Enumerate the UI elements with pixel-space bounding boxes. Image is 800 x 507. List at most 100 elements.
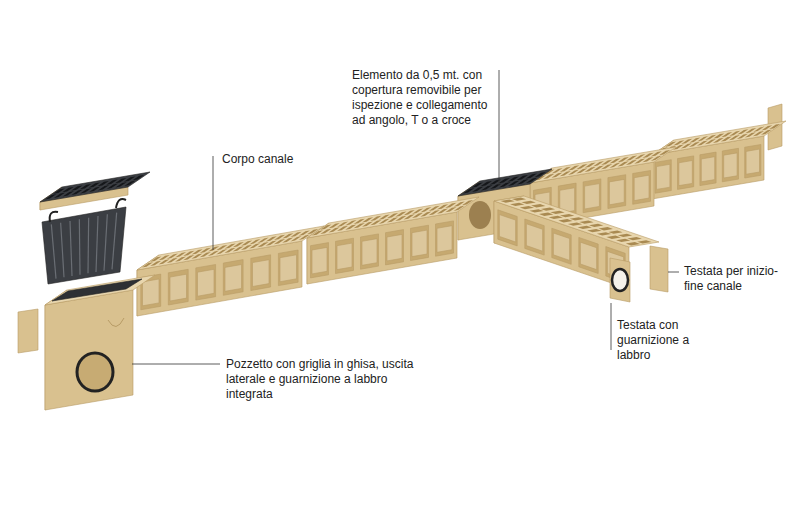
grate-slot [769, 124, 780, 129]
grate-slot [585, 167, 596, 172]
grate-slot [387, 217, 398, 222]
grate-slot [761, 130, 772, 135]
gasket-end-plate [610, 258, 630, 302]
lip-gasket [612, 269, 628, 291]
grate-slot [175, 256, 186, 261]
grate-slot [576, 168, 587, 173]
front-recess [745, 145, 761, 179]
grate-slot [307, 229, 318, 234]
grate-slot [437, 209, 448, 214]
front-recess-inner [701, 157, 714, 182]
grate-slot [608, 230, 622, 233]
grate-slot [634, 154, 645, 159]
grate-slot [609, 163, 620, 168]
front-recess [655, 160, 671, 194]
grate-slot [216, 249, 227, 254]
grate-slot [535, 172, 547, 177]
front-recess-inner [746, 149, 759, 174]
grate-slot [568, 222, 582, 225]
grate-slot [579, 221, 593, 224]
front-recess [700, 152, 716, 186]
grate-slot [274, 239, 285, 244]
grate-slot [387, 213, 398, 218]
catch-basin [45, 275, 155, 410]
grate-slot [225, 243, 236, 248]
grate-slot [721, 136, 732, 141]
grate-slot [616, 239, 630, 242]
grate-slot [601, 160, 612, 165]
front-recess [525, 219, 544, 255]
basket-handle [50, 199, 126, 222]
grate-slot [681, 143, 692, 148]
grate-slot [192, 249, 203, 254]
front-recess [251, 255, 271, 291]
grate-slot [713, 138, 724, 143]
top-face [494, 196, 659, 247]
basket-rib [51, 224, 56, 278]
grate-slot [601, 164, 612, 169]
grate-slot [472, 187, 484, 192]
grate-slot [589, 224, 603, 227]
front-recess-inner [526, 224, 542, 251]
grate-slot [593, 161, 604, 166]
grate-slot [637, 240, 651, 243]
callout-label: Corpo canale [222, 152, 322, 167]
channel-segment [307, 197, 479, 284]
callout-label: Testata con guarnizione a labbro [617, 318, 697, 363]
grate-slot [761, 125, 772, 130]
front-recess-inner [280, 255, 297, 282]
grate-slot [568, 170, 579, 175]
channel-segment [137, 226, 324, 316]
grate-slot [737, 134, 748, 139]
grate-slot [445, 203, 456, 208]
basket-rib [96, 216, 98, 272]
grate-slot [249, 243, 260, 248]
grate-slot [689, 138, 700, 143]
cast-iron-grate [40, 172, 150, 210]
grate-slot [72, 190, 83, 195]
grate-slot [512, 198, 526, 201]
grate-slot [159, 255, 170, 260]
basket [42, 199, 126, 284]
front-recess-inner [724, 153, 737, 178]
grate-slot [643, 153, 654, 158]
front-recess-inner [170, 274, 187, 301]
grate-slot [370, 220, 381, 225]
top-face [45, 275, 155, 305]
grate-slot [531, 204, 545, 207]
grate-slot [550, 211, 564, 214]
grate-slot [681, 139, 692, 144]
callout-label: Elemento da 0,5 mt. con copertura removi… [352, 68, 494, 128]
grate-slot [337, 226, 348, 231]
grate-slot [705, 135, 716, 140]
grate-slot [522, 201, 536, 204]
leader-line [668, 272, 679, 273]
grate-slot [192, 254, 203, 259]
grate-slot [200, 252, 211, 257]
grate-slot [560, 171, 571, 176]
leader-line [499, 70, 500, 186]
grate-slot [745, 128, 756, 133]
callout-label: Pozzetto con griglia in ghisa, uscita la… [226, 357, 431, 402]
grate-slot [225, 248, 236, 253]
basin-grate-seat [52, 279, 142, 301]
grate-slot [526, 178, 538, 183]
grate-slot [597, 232, 611, 235]
front-recess-inner [679, 161, 692, 186]
grate-slot [552, 172, 563, 177]
plate [610, 258, 630, 302]
front-recess-inner [585, 184, 600, 209]
front-recess-inner [412, 230, 427, 257]
front-recess [579, 237, 598, 273]
grate-slot [626, 242, 640, 245]
basket-rib [112, 213, 117, 270]
front-recess [722, 148, 738, 182]
basket-rib [61, 223, 64, 278]
front-recess-inner [609, 179, 624, 204]
grate-slot [549, 216, 563, 219]
front-recess-inner [312, 247, 327, 274]
front-recess [278, 250, 298, 286]
grate-slot [208, 246, 219, 251]
grate-slot [745, 132, 756, 137]
grate-slot [404, 214, 415, 219]
